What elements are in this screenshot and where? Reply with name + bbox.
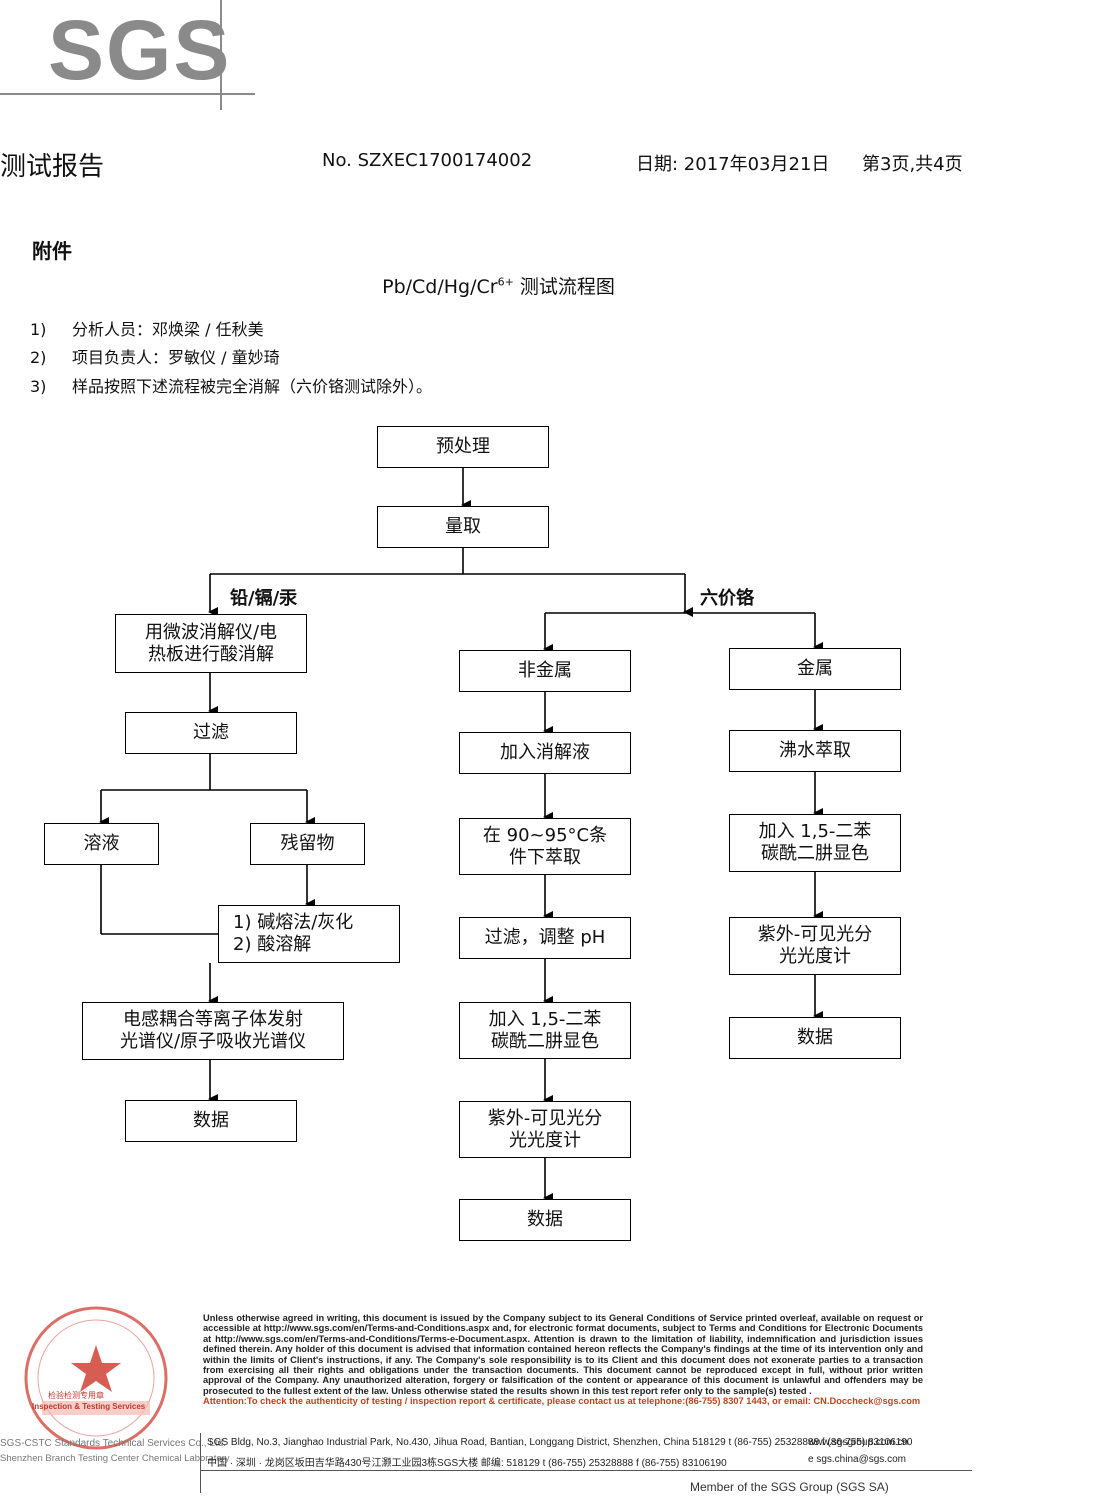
step-data-mid: 数据: [459, 1199, 631, 1241]
step-add-digest: 加入消解液: [459, 732, 631, 774]
step-filter: 过滤: [125, 712, 297, 754]
footer-divider-vertical: [200, 1433, 201, 1493]
flowchart-title-suffix: 测试流程图: [513, 276, 615, 298]
authenticity-notice: Attention:To check the authenticity of t…: [203, 1396, 921, 1407]
flowchart-title: Pb/Cd/Hg/Cr6+ 测试流程图: [0, 272, 997, 299]
company-branch-en: Shenzhen Branch Testing Center Chemical …: [0, 1453, 230, 1464]
step-measure: 量取: [377, 506, 549, 548]
step-add-dpc: 加入 1,5-二苯 碳酰二肼显色: [459, 1002, 631, 1059]
company-name-en: SGS-CSTC Standards Technical Services Co…: [0, 1438, 227, 1449]
address-en: SGS Bldg, No.3, Jianghao Industrial Park…: [207, 1437, 913, 1448]
step-solution: 溶液: [44, 823, 159, 865]
seal-en-text: Inspection & Testing Services: [32, 1402, 146, 1411]
step-alkali-fusion: 1) 碱熔法/灰化 2) 酸溶解: [218, 905, 400, 963]
report-number: No. SZXEC1700174002: [322, 150, 533, 171]
flowchart-connectors: [99, 468, 823, 1203]
flowchart-title-sup: 6+: [497, 275, 514, 289]
step-nonmetal: 非金属: [459, 650, 631, 692]
logo-rule: [0, 93, 255, 95]
step-data-right: 数据: [729, 1017, 901, 1059]
note-item: 2)项目负责人：罗敏仪 / 童妙琦: [30, 348, 280, 367]
step-metal: 金属: [729, 648, 901, 690]
address-cn: 中国 · 深圳 · 龙岗区坂田吉华路430号江灏工业园3栋SGS大楼 邮编: 5…: [207, 1458, 727, 1469]
website: www.sgsgroup.com.cn: [808, 1437, 909, 1448]
footer-rule: [200, 1470, 972, 1471]
page-indicator: 第3页,共4页: [862, 154, 963, 175]
email: e sgs.china@sgs.com: [808, 1454, 906, 1465]
step-extract-90-95: 在 90~95°C条 件下萃取: [459, 818, 631, 875]
sgs-logo: SGS: [48, 3, 232, 97]
seal-cn-text: 检验检测专用章: [48, 1391, 104, 1400]
note-item: 1)分析人员：邓焕梁 / 任秋美: [30, 320, 264, 339]
step-residue: 残留物: [250, 823, 365, 865]
step-icp-aas: 电感耦合等离子体发射 光谱仪/原子吸收光谱仪: [82, 1002, 344, 1060]
legal-fine-print: Unless otherwise agreed in writing, this…: [203, 1313, 923, 1407]
step-uv-vis: 紫外-可见光分 光光度计: [459, 1101, 631, 1158]
step-data-left: 数据: [125, 1100, 297, 1142]
step-uv-vis-metal: 紫外-可见光分 光光度计: [729, 917, 901, 975]
logo-rule-vertical: [220, 0, 222, 110]
note-item: 3)样品按照下述流程被完全消解（六价铬测试除外）。: [30, 377, 433, 396]
flowchart-title-prefix: Pb/Cd/Hg/Cr: [382, 276, 498, 298]
step-filter-ph: 过滤，调整 pH: [459, 917, 631, 959]
report-date: 日期: 2017年03月21日: [636, 154, 830, 175]
branch-label-cr6: 六价铬: [700, 588, 754, 609]
step-acid-digestion: 用微波消解仪/电 热板进行酸消解: [115, 614, 307, 673]
branch-label-pb-cd-hg: 铅/镉/汞: [230, 588, 298, 609]
step-pretreatment: 预处理: [377, 426, 549, 468]
member-line: Member of the SGS Group (SGS SA): [690, 1480, 889, 1494]
step-boil-extract: 沸水萃取: [729, 730, 901, 772]
section-title: 附件: [32, 239, 72, 263]
report-title: 测试报告: [0, 152, 105, 182]
step-add-dpc-metal: 加入 1,5-二苯 碳酰二肼显色: [729, 814, 901, 872]
inspection-seal: [24, 1306, 168, 1450]
